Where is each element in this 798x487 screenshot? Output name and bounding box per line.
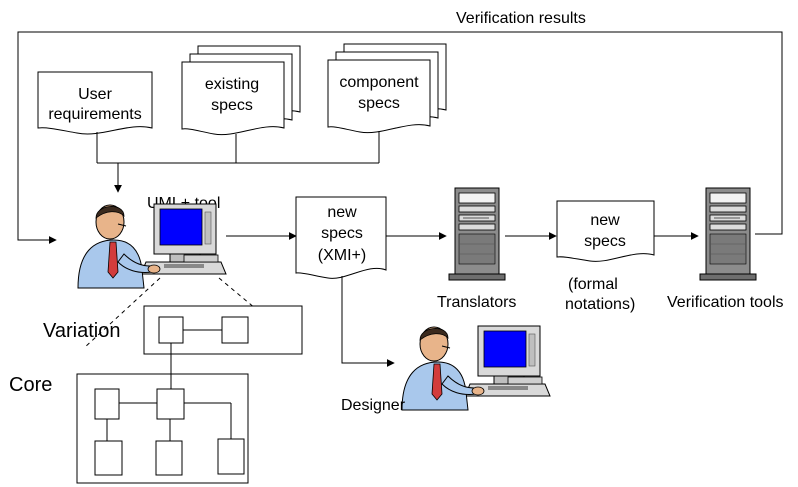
component-specs-label-line1: component bbox=[339, 74, 419, 91]
uml-tool-person-icon bbox=[77, 203, 227, 289]
verification-results-loop bbox=[17, 31, 783, 244]
user-requirements-label-line2: requirements bbox=[48, 106, 141, 123]
user-requirements-doc bbox=[37, 71, 153, 135]
new-specs-xmi-label-line2: specs bbox=[321, 225, 363, 242]
arrow-new-specs-to-designer bbox=[341, 276, 395, 367]
new-specs-formal-label-line1: new bbox=[590, 212, 620, 229]
verification-tools-server-icon bbox=[699, 187, 757, 281]
new-specs-xmi-label-line3: (XMI+) bbox=[318, 247, 366, 264]
verification-results-label: Verification results bbox=[456, 10, 586, 27]
formal-notations-label-line1: (formal bbox=[568, 276, 618, 293]
component-specs-label-line2: specs bbox=[358, 95, 400, 112]
designer-label: Designer bbox=[341, 397, 406, 414]
new-specs-xmi-label-line1: new bbox=[327, 204, 357, 221]
formal-notations-label-line2: notations) bbox=[565, 296, 635, 313]
translators-label: Translators bbox=[437, 294, 516, 311]
verification-tools-label: Verification tools bbox=[667, 294, 784, 311]
new-specs-xmi-doc bbox=[295, 196, 387, 279]
core-component-bottom-right bbox=[217, 438, 245, 475]
core-component-top-left bbox=[94, 388, 120, 420]
variation-component-left bbox=[158, 316, 184, 344]
core-label: Core bbox=[9, 374, 52, 396]
core-component-top-center bbox=[156, 388, 185, 420]
user-requirements-label-line1: User bbox=[78, 86, 112, 103]
core-component-bottom-left bbox=[94, 440, 123, 476]
existing-specs-doc-stack bbox=[181, 45, 301, 136]
variation-label: Variation bbox=[43, 320, 120, 342]
new-specs-formal-label-line2: specs bbox=[584, 233, 626, 250]
core-component-bottom-center bbox=[155, 440, 183, 476]
existing-specs-label-line1: existing bbox=[205, 76, 259, 93]
designer-person-icon bbox=[401, 325, 551, 411]
component-specs-doc-stack bbox=[327, 43, 447, 134]
new-specs-formal-doc bbox=[556, 200, 655, 262]
existing-specs-label-line2: specs bbox=[211, 97, 253, 114]
translators-server-icon bbox=[448, 187, 506, 281]
variation-component-right bbox=[221, 316, 249, 344]
spec-merge-connector bbox=[96, 131, 380, 193]
core-structure bbox=[94, 343, 245, 476]
